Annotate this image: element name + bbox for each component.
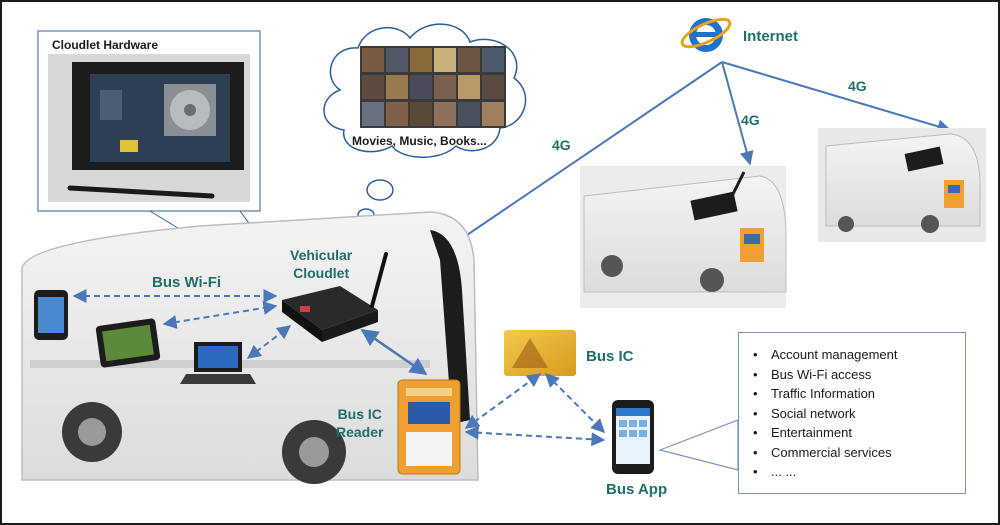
feature-callout [658, 419, 739, 471]
bus-wifi-label: Bus Wi-Fi [152, 274, 222, 291]
media-thought-cloud [323, 23, 527, 222]
feature-item: •Social network [753, 405, 856, 421]
feature-item: •... ... [753, 464, 797, 479]
feature-item: •Bus Wi-Fi access [753, 366, 872, 382]
cloudlet-hardware-title: Cloudlet Hardware [52, 38, 159, 52]
reader-card-link [464, 373, 542, 429]
link-4g-main-label: 4G [552, 137, 571, 153]
feature-item: •Entertainment [753, 425, 852, 440]
link-4g-bus-3 [721, 61, 952, 134]
internet-explorer-icon [680, 17, 732, 52]
cloudlet-hardware-panel [37, 30, 261, 212]
bus-3-image [818, 128, 986, 242]
wifi-link-laptop [246, 325, 292, 359]
bus-2-image [580, 166, 787, 308]
card-app-link [545, 373, 605, 433]
feature-item: •Account management [753, 347, 898, 362]
laptop-icon [180, 342, 256, 384]
vehicular-cloudlet-icon [282, 252, 388, 342]
link-4g-main [434, 61, 723, 257]
feature-item: •Commercial services [753, 444, 892, 460]
smartphone-icon [34, 290, 68, 340]
bus-ic-card-icon [504, 330, 576, 376]
link-4g-bus-3-label: 4G [848, 78, 867, 94]
wifi-link-tablet [162, 301, 278, 329]
vehicular-cloudlet-label: Vehicular Cloudlet [290, 247, 353, 281]
internet-label: Internet [743, 28, 799, 45]
bus-app-phone-icon [612, 400, 654, 474]
media-caption: Movies, Music, Books... [352, 134, 487, 148]
tablet-icon [95, 318, 161, 368]
bus-ic-card-label: Bus IC [586, 348, 634, 365]
antenna-icon [67, 185, 215, 199]
feature-item: •Traffic Information [753, 386, 876, 401]
reader-app-link [464, 425, 606, 447]
bus-app-label: Bus App [606, 481, 668, 498]
link-4g-bus-2 [721, 61, 754, 166]
cloudlet-reader-link [360, 328, 428, 376]
bus-app-feature-box: •Account management •Bus Wi-Fi access •T… [738, 332, 966, 494]
bus-ic-reader-label: Bus IC Reader [336, 406, 384, 440]
link-4g-bus-2-label: 4G [741, 112, 760, 128]
bus-ic-reader-icon [397, 379, 461, 475]
